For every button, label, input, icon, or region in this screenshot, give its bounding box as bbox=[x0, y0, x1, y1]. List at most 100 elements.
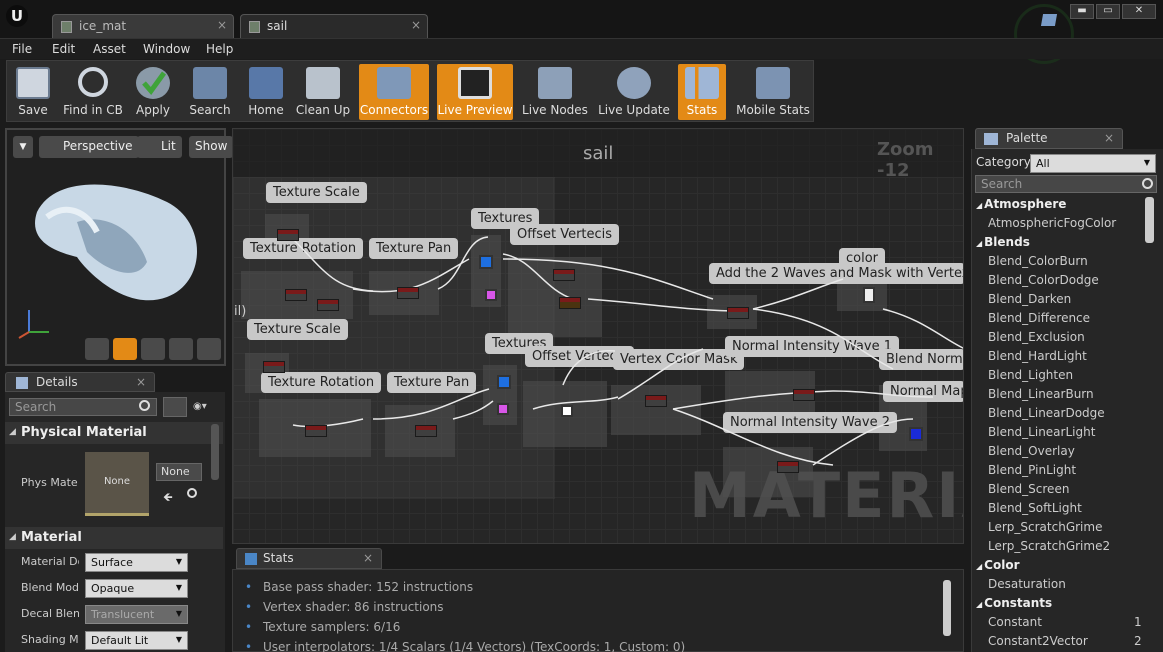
graph-node[interactable] bbox=[285, 289, 307, 301]
close-icon[interactable]: × bbox=[1103, 131, 1114, 145]
phys-mat-dropdown[interactable]: None bbox=[156, 463, 202, 481]
comment-label[interactable]: ail) bbox=[233, 304, 247, 319]
mesh-preview-icon[interactable] bbox=[197, 338, 221, 360]
details-scrollbar[interactable] bbox=[211, 424, 219, 480]
graph-node[interactable] bbox=[645, 395, 667, 407]
graph-node[interactable] bbox=[317, 299, 339, 311]
cylinder-preview-icon[interactable] bbox=[85, 338, 109, 360]
show-button[interactable]: Show bbox=[189, 136, 234, 158]
close-icon[interactable]: × bbox=[362, 551, 373, 565]
palette-item[interactable]: Desaturation bbox=[988, 577, 1066, 591]
plane-preview-icon[interactable] bbox=[141, 338, 165, 360]
palette-item[interactable]: AtmosphericFogColor bbox=[988, 216, 1116, 230]
texture-sample-blue[interactable] bbox=[497, 375, 511, 389]
details-search-input[interactable]: Search bbox=[9, 398, 157, 416]
palette-item[interactable]: Blend_Darken bbox=[988, 292, 1071, 306]
palette-item[interactable]: Blend_LinearBurn bbox=[988, 387, 1094, 401]
tab-stats[interactable]: Stats × bbox=[236, 548, 382, 569]
mobile-stats-button[interactable]: Mobile Stats bbox=[735, 64, 811, 120]
close-window-button[interactable]: ✕ bbox=[1122, 4, 1156, 19]
live-preview-button[interactable]: Live Preview bbox=[437, 64, 513, 120]
color-node[interactable] bbox=[863, 287, 875, 303]
eye-icon[interactable]: ◉▾ bbox=[193, 401, 207, 412]
comment-label[interactable]: Texture Rotation bbox=[261, 372, 382, 393]
palette-scrollbar[interactable] bbox=[1145, 197, 1154, 243]
material-section[interactable]: Material bbox=[5, 527, 223, 549]
graph-node[interactable] bbox=[415, 425, 437, 437]
palette-item[interactable]: Blend_Screen bbox=[988, 482, 1069, 496]
comment-box[interactable] bbox=[611, 385, 701, 435]
comment-label[interactable]: Texture Pan bbox=[369, 238, 459, 259]
physical-material-section[interactable]: Physical Material bbox=[5, 422, 223, 444]
palette-item[interactable]: Blend_Exclusion bbox=[988, 330, 1085, 344]
tab-ice-mat[interactable]: ice_mat × bbox=[52, 14, 234, 38]
palette-category[interactable]: ◢Atmosphere bbox=[976, 197, 1066, 211]
menu-file[interactable]: File bbox=[12, 42, 33, 56]
unreal-logo-icon[interactable]: U bbox=[6, 5, 28, 27]
material-graph[interactable]: sail Zoom -12 MATERIAL Texture Scale Tex… bbox=[232, 128, 964, 544]
close-icon[interactable]: × bbox=[410, 18, 421, 32]
perspective-button[interactable]: Perspective bbox=[39, 136, 139, 158]
graph-node[interactable] bbox=[777, 461, 799, 473]
palette-item[interactable]: Blend_SoftLight bbox=[988, 501, 1082, 515]
live-nodes-button[interactable]: Live Nodes bbox=[521, 64, 589, 120]
material-domain-dropdown[interactable]: Surface bbox=[85, 553, 188, 572]
texture-sample-blue[interactable] bbox=[479, 255, 493, 269]
sphere-preview-icon[interactable] bbox=[113, 338, 137, 360]
stats-scrollbar[interactable] bbox=[943, 580, 951, 636]
shading-model-dropdown[interactable]: Default Lit bbox=[85, 631, 188, 650]
source-control-icon[interactable] bbox=[1040, 14, 1058, 26]
comment-label[interactable]: Offset Vertecis bbox=[510, 224, 620, 245]
blend-mode-dropdown[interactable]: Opaque bbox=[85, 579, 188, 598]
menu-window[interactable]: Window bbox=[143, 42, 191, 56]
search-button[interactable]: Search bbox=[185, 64, 235, 120]
live-update-button[interactable]: Live Update bbox=[597, 64, 671, 120]
palette-item[interactable]: Blend_Lighten bbox=[988, 368, 1073, 382]
preview-viewport[interactable]: ▼ Perspective Lit Show bbox=[5, 128, 234, 366]
menu-edit[interactable]: Edit bbox=[52, 42, 76, 56]
palette-item[interactable]: Blend_Overlay bbox=[988, 444, 1075, 458]
phys-mat-thumbnail[interactable]: None bbox=[85, 452, 149, 516]
palette-item[interactable]: Blend_ColorDodge bbox=[988, 273, 1099, 287]
palette-category[interactable]: ◢Blends bbox=[976, 235, 1030, 249]
minimize-button[interactable]: ▬ bbox=[1070, 4, 1094, 19]
maximize-button[interactable]: ▭ bbox=[1096, 4, 1120, 19]
viewport-options-button[interactable]: ▼ bbox=[13, 136, 33, 158]
texture-sample-pink[interactable] bbox=[497, 403, 509, 415]
palette-item[interactable]: Blend_LinearLight bbox=[988, 425, 1095, 439]
constant-node[interactable] bbox=[561, 405, 573, 417]
stats-button[interactable]: Stats bbox=[678, 64, 726, 120]
comment-label[interactable]: Add the 2 Waves and Mask with VertexColo… bbox=[709, 263, 963, 284]
save-button[interactable]: Save bbox=[10, 64, 56, 120]
palette-category[interactable]: ◢Constants bbox=[976, 596, 1052, 610]
texture-sample-pink[interactable] bbox=[485, 289, 497, 301]
menu-asset[interactable]: Asset bbox=[93, 42, 126, 56]
browse-icon[interactable] bbox=[187, 488, 197, 498]
comment-label[interactable]: Texture Scale bbox=[266, 182, 367, 203]
graph-node[interactable] bbox=[263, 361, 285, 373]
grid-view-icon[interactable] bbox=[163, 397, 187, 417]
home-button[interactable]: Home bbox=[243, 64, 289, 120]
graph-node[interactable] bbox=[793, 389, 815, 401]
menu-help[interactable]: Help bbox=[206, 42, 234, 56]
tab-sail[interactable]: sail × bbox=[240, 14, 428, 38]
connectors-button[interactable]: Connectors bbox=[359, 64, 429, 120]
palette-item[interactable]: Blend_Difference bbox=[988, 311, 1090, 325]
close-icon[interactable]: × bbox=[216, 18, 227, 32]
palette-item[interactable]: Blend_ColorBurn bbox=[988, 254, 1088, 268]
comment-label[interactable]: Texture Pan bbox=[387, 372, 477, 393]
use-selected-arrow-icon[interactable]: 🡸 bbox=[163, 490, 173, 504]
close-icon[interactable]: × bbox=[135, 375, 146, 389]
graph-node[interactable] bbox=[553, 269, 575, 281]
tab-details[interactable]: Details × bbox=[5, 372, 155, 392]
tab-palette[interactable]: Palette × bbox=[975, 128, 1123, 149]
clean-up-button[interactable]: Clean Up bbox=[295, 64, 351, 120]
graph-node[interactable] bbox=[305, 425, 327, 437]
graph-node[interactable] bbox=[727, 307, 749, 319]
comment-label[interactable]: Texture Scale bbox=[247, 319, 348, 340]
comment-label[interactable]: Textures bbox=[471, 208, 540, 229]
normal-map-node[interactable] bbox=[909, 427, 923, 441]
palette-item[interactable]: Blend_LinearDodge bbox=[988, 406, 1105, 420]
